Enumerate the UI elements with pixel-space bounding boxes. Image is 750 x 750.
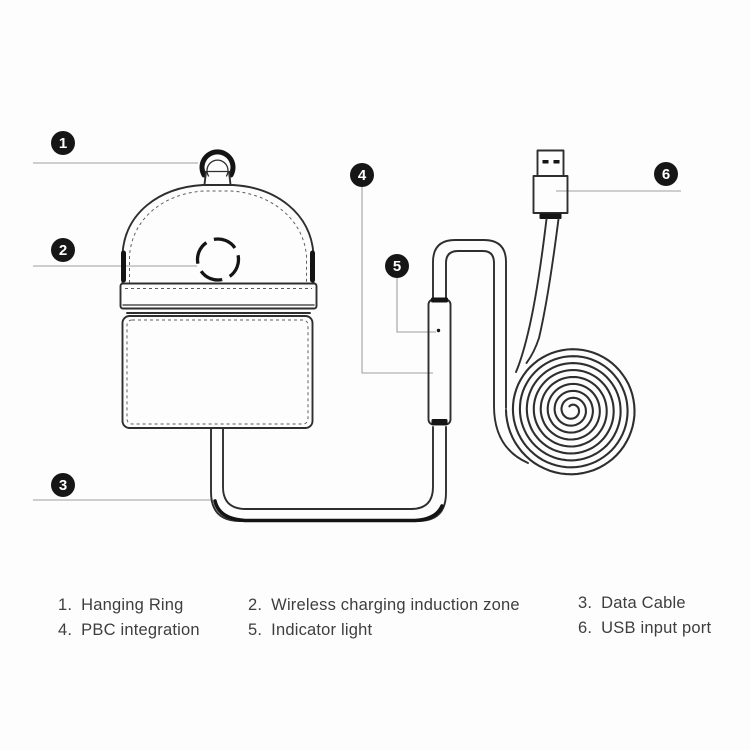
callout-badge-1: 1 <box>51 131 75 155</box>
legend-label: Wireless charging induction zone <box>271 596 520 614</box>
usb-metal-tip <box>536 149 565 177</box>
usb-pin-hole-right <box>553 160 560 164</box>
module-bottom-cap <box>431 419 448 425</box>
data-cable <box>210 239 529 523</box>
legend-number: 2. <box>248 596 263 614</box>
charger-dome <box>121 184 315 284</box>
usb-body <box>532 175 569 214</box>
leader-lines <box>33 162 681 501</box>
legend-label: Data Cable <box>601 594 686 612</box>
legend-item-data-cable: 3. Data Cable <box>578 594 686 613</box>
hanging-ring <box>199 149 236 186</box>
legend-item-induction-zone: 2. Wireless charging induction zone <box>248 596 520 615</box>
callout-badge-2: 2 <box>51 238 75 262</box>
legend-item-usb-input-port: 6. USB input port <box>578 619 711 638</box>
indicator-light-dot <box>436 328 441 333</box>
legend-label: PBC integration <box>81 621 200 639</box>
callout-badge-5: 5 <box>385 254 409 278</box>
callout-badge-3: 3 <box>51 473 75 497</box>
charger-band <box>119 282 318 314</box>
legend-number: 5. <box>248 621 263 639</box>
legend-label: Hanging Ring <box>81 596 184 614</box>
callout-badge-4: 4 <box>350 163 374 187</box>
coiled-cable-spiral <box>504 348 636 476</box>
callout-badge-6: 6 <box>654 162 678 186</box>
legend-number: 3. <box>578 594 593 612</box>
module-top-cap <box>431 297 448 303</box>
usb-connector <box>515 149 569 373</box>
leader-line-5 <box>396 278 436 333</box>
legend-label: USB input port <box>601 619 712 637</box>
inline-pcb-module <box>427 297 452 426</box>
leader-line-4 <box>361 187 433 374</box>
usb-strain-relief <box>539 213 562 219</box>
induction-zone-circle <box>195 237 241 282</box>
legend-item-hanging-ring: 1. Hanging Ring <box>58 596 184 615</box>
legend-number: 1. <box>58 596 73 614</box>
usb-pin-hole-left <box>542 160 549 164</box>
legend-number: 6. <box>578 619 593 637</box>
legend-item-indicator-light: 5. Indicator light <box>248 621 372 640</box>
legend-label: Indicator light <box>271 621 373 639</box>
legend-number: 4. <box>58 621 73 639</box>
legend-item-pbc-integration: 4. PBC integration <box>58 621 200 640</box>
charger-body <box>121 315 314 429</box>
